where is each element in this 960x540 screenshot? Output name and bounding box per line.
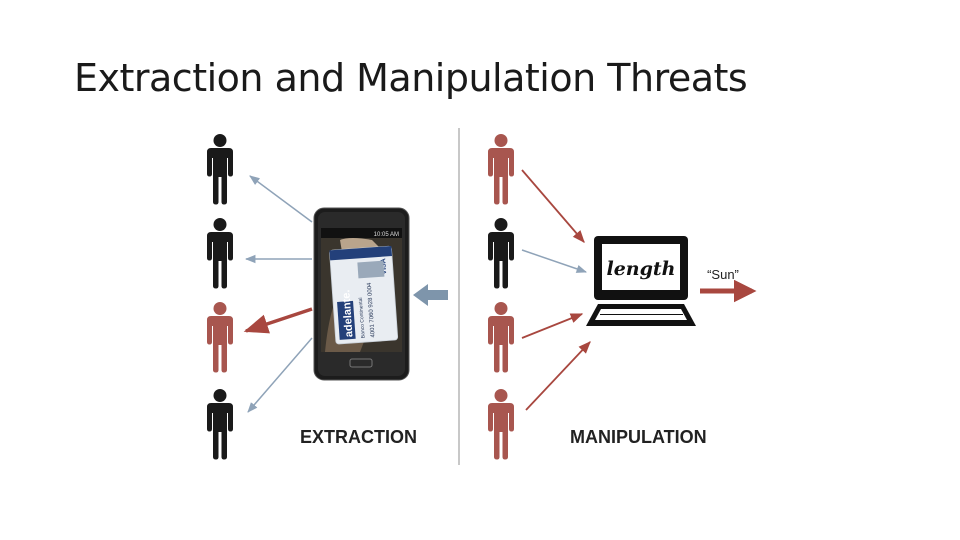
- extraction-arrow-highlighted: [243, 307, 313, 334]
- manipulation-arrow: [521, 249, 587, 273]
- phone-status-time: 10:05 AM: [374, 232, 399, 238]
- person-icon: [207, 302, 233, 373]
- laptop-icon: length: [586, 236, 696, 326]
- output-text: “Sun”: [707, 267, 739, 282]
- manipulation-arrow: [521, 169, 585, 243]
- extraction-label: EXTRACTION: [300, 427, 417, 447]
- smartphone-icon: 10:05 AM adelante. 4001 7060 928 0004 Ba…: [313, 207, 410, 381]
- person-icon: [207, 218, 233, 289]
- person-icon: [488, 302, 514, 373]
- manipulation-arrow: [525, 341, 591, 411]
- card-issuer: Banco Continental: [358, 297, 367, 338]
- person-icon: [207, 389, 233, 460]
- slide-title: Extraction and Manipulation Threats: [74, 56, 748, 100]
- extraction-arrow: [249, 175, 313, 223]
- laptop-screen-text: length: [607, 258, 676, 280]
- person-icon: [488, 134, 514, 205]
- extraction-arrow: [247, 337, 313, 413]
- card-brand: adelante.: [340, 289, 355, 337]
- center-arrow-icon: [413, 284, 448, 306]
- manipulation-arrow: [521, 313, 584, 339]
- card-network: VISA: [380, 258, 388, 275]
- person-icon: [488, 389, 514, 460]
- card-number: 4001 7060 928 0004: [367, 282, 377, 338]
- person-icon: [207, 134, 233, 205]
- manipulation-label: MANIPULATION: [570, 427, 707, 447]
- person-icon: [488, 218, 514, 289]
